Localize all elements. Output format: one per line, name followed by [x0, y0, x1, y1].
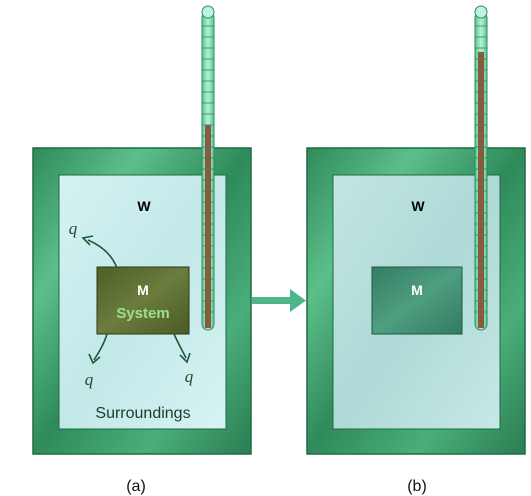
- metal-block-b: [371, 266, 463, 335]
- mercury-column-b: [478, 52, 484, 328]
- panel-a: W M System q q q Surroundings: [32, 5, 252, 455]
- mercury-column-a: [205, 125, 211, 328]
- thermometer-a: [201, 5, 215, 331]
- thermometer-b: [474, 5, 488, 331]
- metal-label-b: M: [411, 282, 423, 298]
- caption-b: (b): [407, 478, 427, 495]
- surroundings-label: Surroundings: [95, 405, 190, 422]
- system-label: System: [116, 305, 169, 322]
- heat-arrow-bottom-left: [88, 333, 108, 365]
- metal-block-a: [96, 266, 190, 335]
- water-label-a: W: [137, 198, 151, 214]
- heat-arrow-top: [81, 235, 118, 269]
- heat-label-bottom-left: q: [85, 370, 94, 389]
- metal-label-a: M: [137, 282, 149, 298]
- caption-a: (a): [126, 478, 146, 495]
- heat-arrow-bottom-right: [173, 333, 191, 364]
- panel-b: W M: [306, 5, 526, 455]
- heat-label-top: q: [69, 219, 78, 238]
- heat-label-bottom-right: q: [185, 367, 194, 386]
- water-label-b: W: [411, 198, 425, 214]
- transition-arrow: [252, 289, 306, 312]
